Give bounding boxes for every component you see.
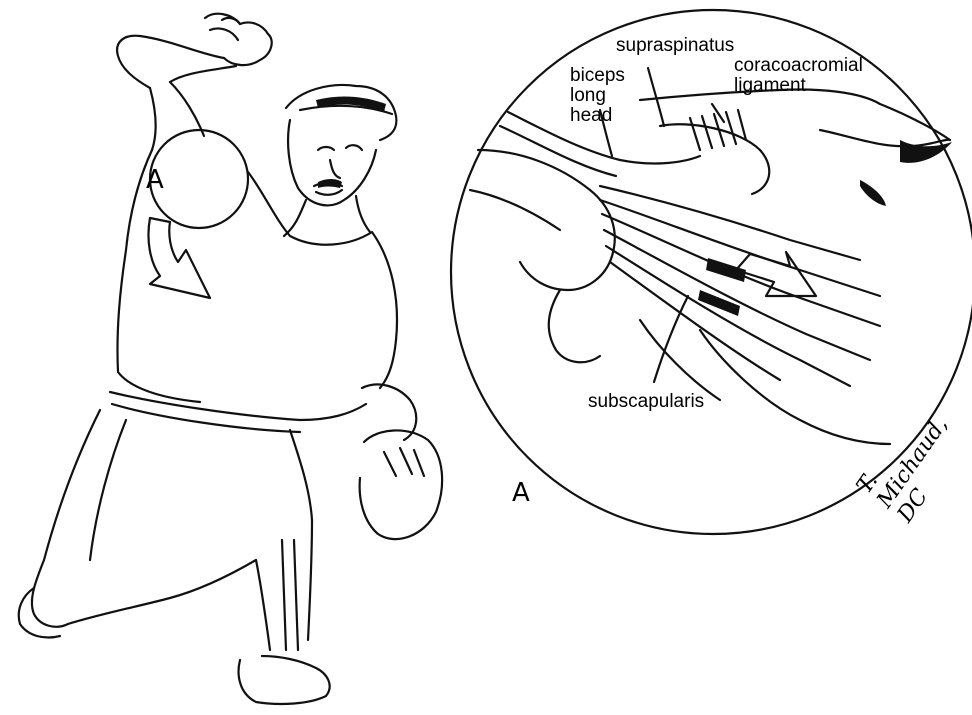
shoulder-zoom-circle — [150, 130, 248, 228]
label-coracoacromial-line1: coracoacromial — [734, 56, 863, 76]
label-subscapularis: subscapularis — [588, 392, 704, 412]
pitcher-figure — [19, 14, 442, 704]
marker-a-left: A — [146, 165, 164, 195]
label-coracoacromial-line2: ligament — [734, 76, 806, 96]
label-biceps-line3: head — [570, 106, 612, 126]
label-supraspinatus: supraspinatus — [616, 36, 734, 56]
label-biceps-line2: long — [570, 86, 606, 106]
marker-a-bottom: A — [512, 478, 530, 508]
label-biceps-line1: biceps — [570, 66, 625, 86]
